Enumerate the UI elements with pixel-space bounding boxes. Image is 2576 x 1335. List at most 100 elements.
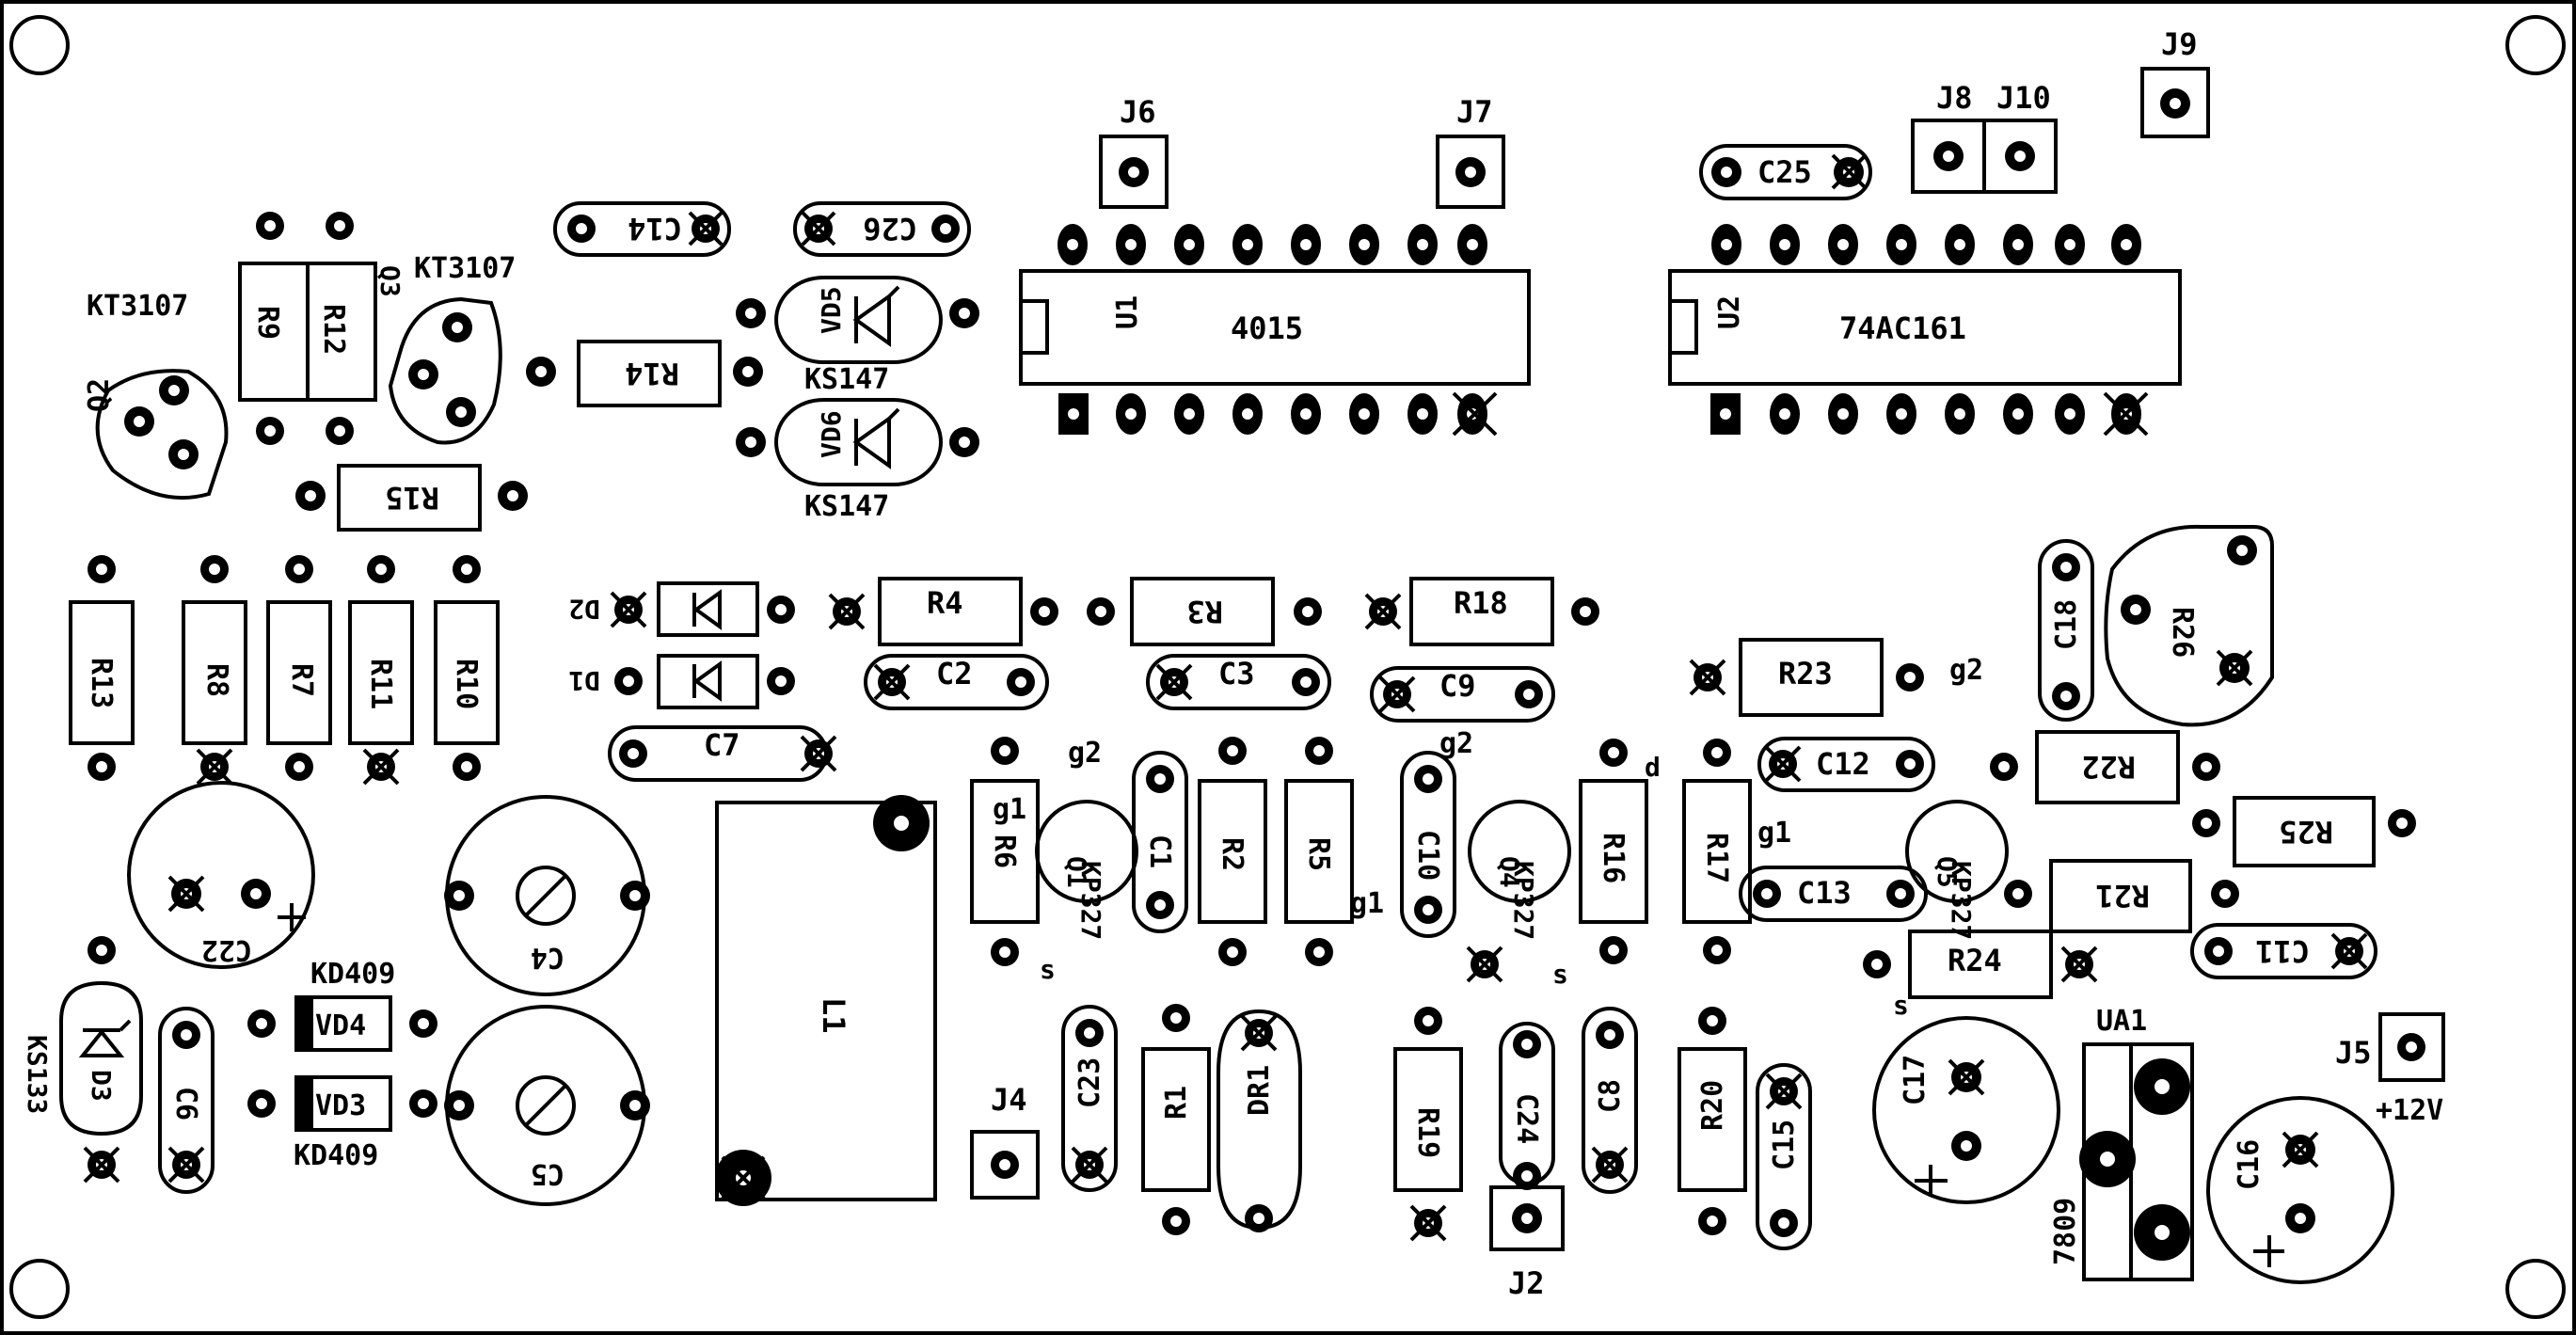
c17-label: C17 [1899,1055,1932,1105]
fet-q4: KP327 Q4 [1468,800,1571,940]
capacitor-c10: C10 [1400,751,1456,938]
resistor-r5: R5 [1284,737,1354,966]
ua1-part-label: 7809 [2049,1198,2082,1265]
connector-j5: J5 +12V [2335,1012,2445,1127]
transistor-q2: KT3107 Q2 [83,290,229,501]
trimmer-capacitor-c5: C5 [444,1005,650,1206]
u1-part-label: 4015 [1231,310,1303,346]
r21-label: R21 [2095,878,2150,914]
r11-label: R11 [364,659,397,709]
l1-label: L1 [816,997,851,1034]
c16-label: C16 [2233,1139,2266,1190]
j5-label: J5 [2335,1035,2372,1071]
r9-label: R9 [251,306,284,340]
resistor-r2: R2 [1198,737,1267,966]
resistor-r25: R25 [2192,796,2416,867]
c14-label: C14 [628,211,682,246]
voltage-regulator-ua1: UA1 7809 [2049,1005,2194,1281]
c8-label: C8 [1594,1079,1627,1113]
c2-label: C2 [936,656,973,691]
ic-u1: U1 4015 [1019,224,1531,437]
r26-label: R26 [2166,607,2199,658]
c10-label: C10 [1411,830,1444,881]
vd3-label: VD3 [315,1089,366,1122]
inductor-l1: L1 [715,795,937,1206]
vd6-label: VD6 [816,410,847,458]
capacitor-c6: C6 [158,1007,215,1194]
capacitor-c14: C14 [553,201,731,257]
plus12v-label: +12V [2376,1094,2443,1127]
ua1-label: UA1 [2096,1005,2147,1038]
connector-j9: J9 [2140,26,2210,138]
resistor-r19: R19 [1393,1007,1463,1242]
ic-u2: U2 74AC161 [1668,224,2182,437]
j2-label: J2 [1508,1265,1545,1301]
r8-label: R8 [200,663,233,697]
pin-label-g1-q1: g1 [993,793,1026,826]
r4-label: R4 [927,585,963,621]
vd5-label: VD5 [816,286,847,334]
connector-j6: J6 [1099,94,1169,209]
resistor-r3: R3 [1087,577,1322,646]
resistor-r23: R23 [1689,638,1924,717]
d2-label: D2 [568,594,600,625]
j6-label: J6 [1120,94,1156,130]
connector-j7: J7 [1436,94,1505,209]
r15-label: R15 [385,480,439,516]
resistor-r11: R11 [348,555,414,786]
dr1-label: DR1 [1243,1065,1276,1116]
q3-label: Q3 [374,265,405,297]
diode-d1: D1 [568,654,795,709]
q1-label: Q1 [1061,856,1092,888]
connector-j8-j10: J8 J10 [1911,80,2058,194]
resistor-r16: R16 [1579,739,1648,964]
zener-diode-d3: D3 KS133 [22,936,143,1184]
fet-q5: KP327 Q5 [1905,800,2009,940]
c7-label: C7 [704,727,740,763]
mounting-hole-bottom-left [9,1259,70,1319]
r22-label: R22 [2081,749,2136,785]
transistor-q3: KT3107 Q3 [374,252,516,445]
capacitor-c9: C9 [1370,666,1555,723]
r24-label: R24 [1948,943,2002,978]
capacitor-c7: C7 [608,725,837,782]
r5-label: R5 [1302,837,1335,871]
capacitor-c12: C12 [1757,737,1935,792]
vd4-label: VD4 [315,1009,366,1042]
electrolytic-capacitor-c16: C16 [2206,1096,2394,1284]
resistor-r10: R10 [434,555,500,781]
connector-j4: J4 [970,1082,1040,1200]
r23-label: R23 [1778,656,1833,691]
u2-part-label: 74AC161 [1839,310,1966,346]
capacitor-c18: C18 [2038,539,2094,722]
c5-label: C5 [531,1157,564,1190]
capacitor-c24: C24 [1499,1022,1555,1190]
c6-label: C6 [169,1087,202,1120]
d3-label: D3 [86,1070,117,1102]
vd3-part-label: KD409 [294,1139,378,1172]
d3-part-label: KS133 [22,1035,53,1114]
q2-label: Q2 [83,378,116,412]
d1-label: D1 [568,665,600,696]
q5-label: Q5 [1932,856,1963,888]
c11-label: C11 [2255,933,2310,969]
c23-label: C23 [1073,1057,1106,1108]
capacitor-c3: C3 [1146,654,1331,710]
capacitor-c8: C8 [1582,1007,1638,1194]
u1-label: U1 [1111,295,1144,329]
resistor-r8: R8 [182,555,247,786]
resistor-r9: R9 [238,212,310,445]
pin-label-s-q5: s [1893,990,1909,1021]
c22-label: C22 [201,933,252,966]
r16-label: R16 [1597,833,1630,883]
resistor-r21: R21 [2049,859,2239,933]
r1-label: R1 [1160,1086,1193,1120]
pin-label-s-q1: s [1040,954,1056,985]
c4-label: C4 [531,941,564,974]
diode-d2: D2 [568,581,795,637]
pin-label-g2-q4: g2 [1439,727,1473,760]
capacitor-c13: C13 [1739,866,1928,922]
resistor-r20: R20 [1678,1007,1747,1235]
r6-label: R6 [988,834,1021,868]
